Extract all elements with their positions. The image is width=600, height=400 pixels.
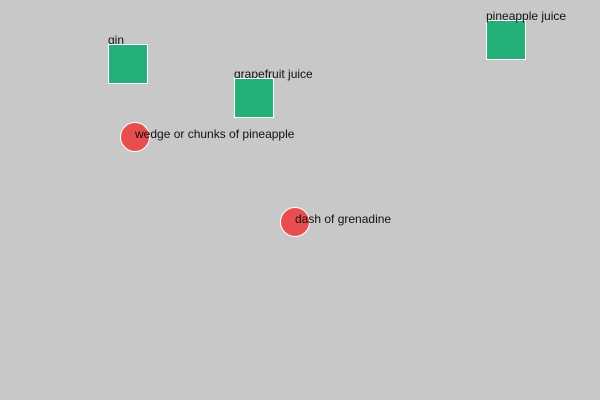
gin-label: gin: [108, 33, 125, 47]
pineapple-juice-label: pineapple juice: [486, 9, 567, 23]
pineapple-wedge-label: wedge or chunks of pineapple: [135, 127, 295, 141]
pineapple-wedge-circle[interactable]: [120, 122, 150, 152]
grapefruit-juice-label: grapefruit juice: [234, 67, 313, 81]
grenadine-circle[interactable]: [280, 207, 310, 237]
gin-square[interactable]: [108, 44, 148, 84]
grenadine-label: dash of grenadine: [295, 212, 392, 226]
grapefruit-juice-square[interactable]: [234, 78, 274, 118]
pineapple-juice-square[interactable]: [486, 20, 526, 60]
